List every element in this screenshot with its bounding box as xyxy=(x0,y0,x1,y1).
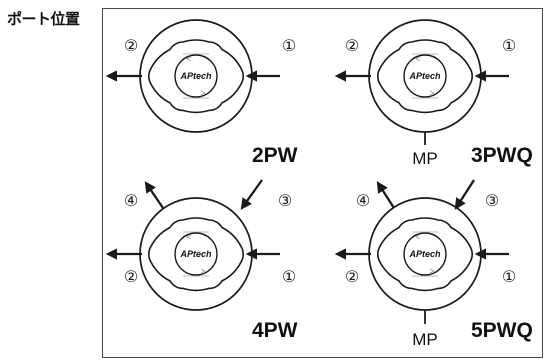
model-label: 2PW xyxy=(252,144,298,167)
logo-text: APtech xyxy=(408,249,441,259)
valve-panel-4pw: APtech ① ② ③ ④ 4PW xyxy=(105,179,298,342)
port-label-4: ④ xyxy=(356,191,370,210)
port-arrow-in-3 xyxy=(454,179,475,210)
mp-label: MP xyxy=(412,330,438,349)
port-arrow-out-4 xyxy=(144,181,164,209)
port-label-3: ③ xyxy=(278,191,292,210)
logo-text: APtech xyxy=(179,249,212,259)
model-label: 4PW xyxy=(252,319,298,342)
valve-body: APtech xyxy=(368,19,482,133)
mp-label: MP xyxy=(412,149,438,168)
port-label-2: ② xyxy=(345,267,359,286)
port-label-4: ④ xyxy=(124,191,138,210)
port-arrow-out-4 xyxy=(376,181,395,209)
port-label-2: ② xyxy=(345,36,359,55)
diagram-frame xyxy=(102,8,543,358)
model-label: 3PWQ xyxy=(471,144,533,167)
valve-panel-3pwq: APtech MP ① ② 3PWQ xyxy=(334,19,533,168)
diagram-title: ポート位置 xyxy=(7,10,80,28)
valve-panel-5pwq: APtech MP ① ② ③ ④ 5PWQ xyxy=(334,179,533,349)
logo-text: APtech xyxy=(179,71,212,81)
model-label: 5PWQ xyxy=(471,319,533,342)
port-label-1: ① xyxy=(282,36,296,55)
port-label-1: ① xyxy=(282,267,296,286)
port-label-1: ① xyxy=(502,36,516,55)
valve-body: APtech xyxy=(139,19,253,133)
port-label-3: ③ xyxy=(485,191,499,210)
port-label-2: ② xyxy=(124,267,138,286)
port-label-1: ① xyxy=(502,267,516,286)
port-arrow-in-3 xyxy=(240,179,263,210)
valve-body: APtech xyxy=(139,197,253,311)
valve-body: APtech xyxy=(368,197,482,311)
logo-text: APtech xyxy=(408,71,441,81)
port-label-2: ② xyxy=(124,36,138,55)
valve-panel-2pw: APtech ① ② 2PW xyxy=(105,19,298,167)
